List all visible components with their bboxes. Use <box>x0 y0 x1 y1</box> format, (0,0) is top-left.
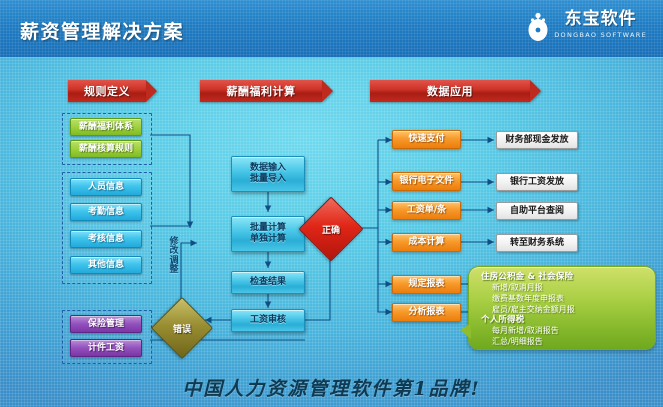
node-label: 考勤信息 <box>87 206 124 217</box>
decision-label: 正确 <box>321 225 340 236</box>
node-bank-electronic-file[interactable]: 银行电子文件 <box>392 172 461 191</box>
node-label: 成本计算 <box>408 237 445 248</box>
node-label-line1: 批量计算 <box>249 223 286 234</box>
callout-section1-line3: 雇员/雇主交纳金额月报 <box>492 304 575 314</box>
node-label: 人员信息 <box>87 181 124 192</box>
banner-salary-calculation[interactable]: 薪酬福利计算 <box>200 80 322 102</box>
callout-section1-title: 住房公积金 & 社会保险 <box>481 272 574 282</box>
node-personnel-info[interactable]: 人员信息 <box>70 178 142 196</box>
node-other-info[interactable]: 其他信息 <box>70 256 142 274</box>
node-piecework-wage[interactable]: 计件工资 <box>70 339 142 357</box>
node-label-line2: 批量导入 <box>249 174 286 184</box>
callout-section1-line2: 缴费基数年度申报表 <box>492 293 564 303</box>
node-label: 薪酬核算规则 <box>78 143 133 154</box>
node-label: 薪酬福利体系 <box>78 121 133 132</box>
node-bank-wage-payout[interactable]: 银行工资发放 <box>496 173 578 191</box>
node-wage-audit[interactable]: 工资审核 <box>231 309 305 332</box>
node-finance-cash-payout[interactable]: 财务部现金发放 <box>496 131 578 149</box>
callout-section2-title: 个人所得税 <box>481 315 525 326</box>
node-analysis-report[interactable]: 分析报表 <box>392 303 461 322</box>
node-self-service-query[interactable]: 自助平台查阅 <box>496 202 578 220</box>
node-label: 分析报表 <box>408 307 445 318</box>
node-assessment-info[interactable]: 考核信息 <box>70 230 142 248</box>
footer-slogan: 中国人力资源管理软件第1品牌! <box>182 378 481 400</box>
node-check-result[interactable]: 检查结果 <box>231 271 305 294</box>
node-label: 规定报表 <box>408 279 445 290</box>
banner-label: 数据应用 <box>427 85 473 98</box>
callout-section1-line1: 新增/取消月报 <box>492 283 543 293</box>
node-data-input[interactable]: 数据输入 批量导入 <box>231 156 305 192</box>
node-label: 计件工资 <box>87 342 124 353</box>
logo-text-cn: 东宝软件 <box>564 9 637 30</box>
node-label: 检查结果 <box>249 277 286 288</box>
banner-label: 薪酬福利计算 <box>226 85 296 98</box>
decision-label: 错误 <box>172 324 191 335</box>
dongbao-logo-icon <box>528 12 548 41</box>
node-label-line2: 单独计算 <box>249 234 286 244</box>
decision-error[interactable]: 错误 <box>150 296 214 360</box>
logo-text-en: DONGBAO SOFTWARE <box>554 31 647 40</box>
node-regulated-report[interactable]: 规定报表 <box>392 275 461 294</box>
node-transfer-to-finance-system[interactable]: 转至财务系统 <box>496 234 578 252</box>
callout-section2-line2: 汇总/明细报告 <box>492 337 543 347</box>
node-label: 保险管理 <box>87 318 124 329</box>
page-title: 薪资管理解决方案 <box>20 21 185 43</box>
node-label: 快速支付 <box>408 134 445 145</box>
node-salary-benefit-system[interactable]: 薪酬福利体系 <box>70 118 142 136</box>
banner-rule-definition[interactable]: 规则定义 <box>68 80 146 102</box>
slide-header: 薪资管理解决方案 东宝软件 DONGBAO SOFTWARE <box>0 0 663 58</box>
node-salary-accounting-rules[interactable]: 薪酬核算规则 <box>70 140 142 158</box>
node-label: 工资审核 <box>249 315 286 326</box>
callout-reports-panel: 住房公积金 & 社会保险 新增/取消月报 缴费基数年度申报表 雇员/雇主交纳金额… <box>460 266 656 350</box>
node-label: 考核信息 <box>87 233 124 244</box>
node-label: 银行工资发放 <box>509 176 564 187</box>
node-label-line1: 数据输入 <box>249 163 286 174</box>
node-label: 转至财务系统 <box>509 237 564 248</box>
company-logo: 东宝软件 DONGBAO SOFTWARE <box>527 8 647 42</box>
node-label: 其他信息 <box>87 259 124 270</box>
node-insurance-management[interactable]: 保险管理 <box>70 315 142 333</box>
node-cost-calculation[interactable]: 成本计算 <box>392 233 461 252</box>
banner-data-application[interactable]: 数据应用 <box>370 80 530 102</box>
decision-correct[interactable]: 正确 <box>298 196 364 262</box>
node-attendance-info[interactable]: 考勤信息 <box>70 203 142 221</box>
node-label: 工资单/条 <box>406 205 447 216</box>
banner-label: 规则定义 <box>84 85 130 98</box>
node-label: 财务部现金发放 <box>505 134 569 145</box>
label-modify-adjust: 修改调整 <box>169 237 179 276</box>
node-payslip[interactable]: 工资单/条 <box>392 201 461 220</box>
node-label: 银行电子文件 <box>399 176 454 187</box>
node-batch-calculation[interactable]: 批量计算 单独计算 <box>231 216 305 252</box>
node-fast-payment[interactable]: 快速支付 <box>392 130 461 149</box>
node-label: 自助平台查阅 <box>509 205 564 216</box>
callout-section2-line1: 每月新增/取消报告 <box>492 326 559 336</box>
